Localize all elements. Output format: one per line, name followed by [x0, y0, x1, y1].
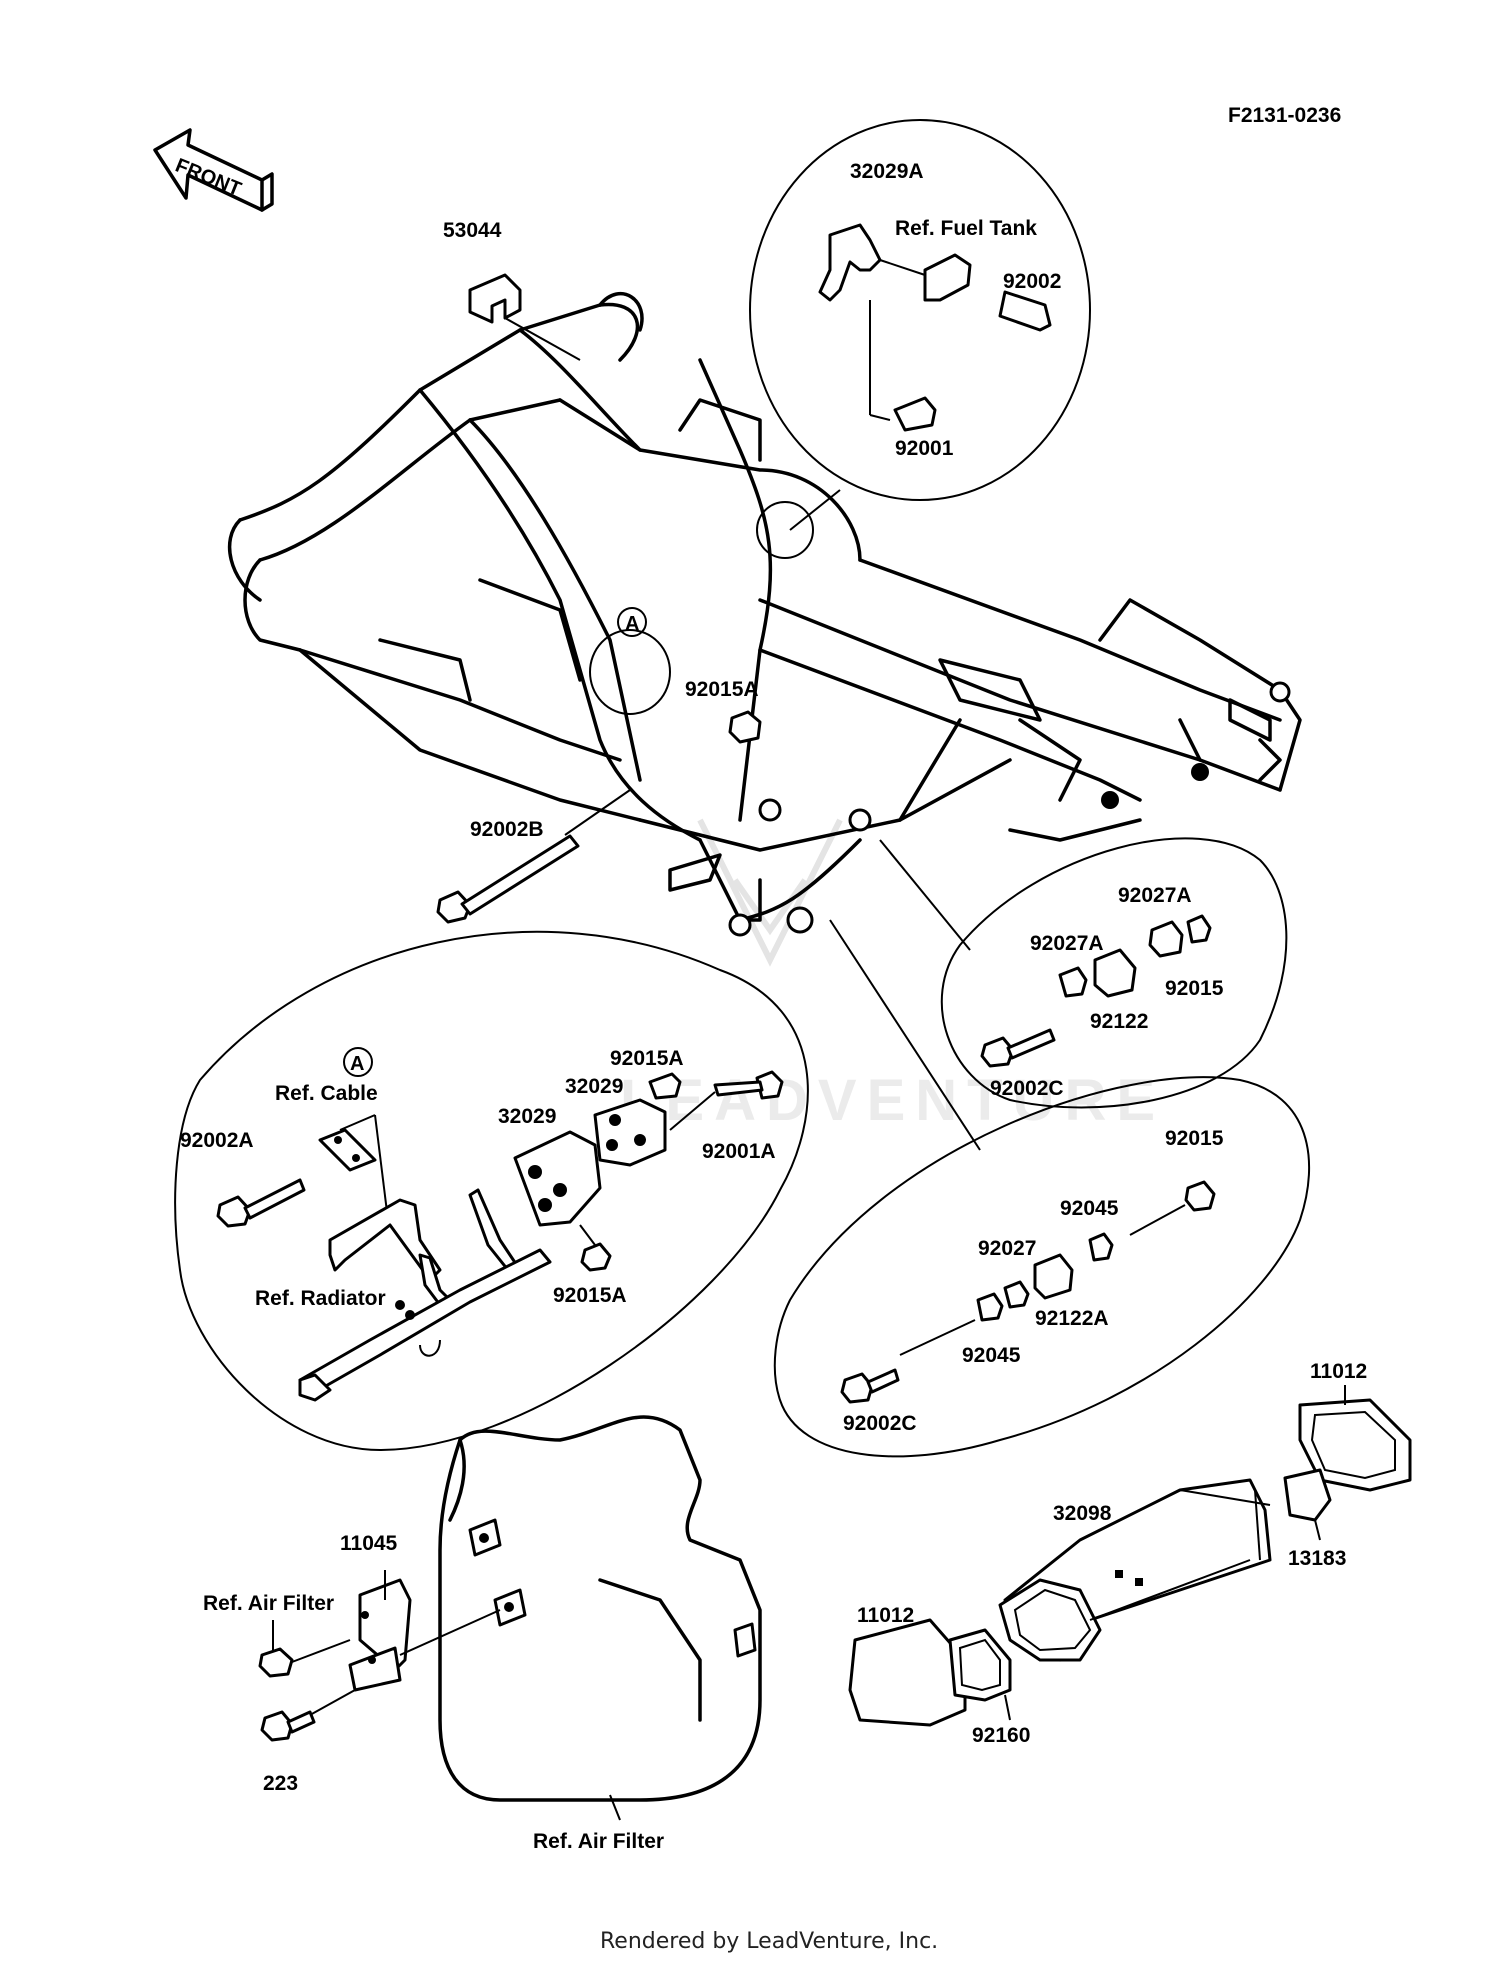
front-arrow-icon: FRONT: [153, 128, 274, 212]
label-32098: 32098: [1053, 1502, 1112, 1525]
label-92001A: 92001A: [702, 1140, 776, 1163]
label-13183: 13183: [1288, 1547, 1346, 1570]
intake-duct-assembly: 32098 11012 13183 11012 92160: [848, 1360, 1412, 1747]
label-ref-air-filter-a: Ref. Air Filter: [203, 1592, 334, 1615]
air-filter-housing: 11045 Ref. Air Filter 223 Ref. Air Filte…: [203, 1415, 762, 1853]
detail-bushing-upper: 92027A 92027A 92015 92122 92002C: [879, 837, 1288, 1109]
label-92015A-top: 92015A: [685, 678, 759, 701]
label-92001: 92001: [895, 437, 954, 460]
label-ref-air-filter-b: Ref. Air Filter: [533, 1830, 664, 1853]
label-11045: 11045: [340, 1532, 398, 1555]
part-53044: 53044: [443, 219, 581, 361]
label-92002B: 92002B: [470, 818, 544, 841]
watermark-logo: LEADVENTURE: [620, 818, 1165, 1133]
footer-credit: Rendered by LeadVenture, Inc.: [600, 1929, 938, 1954]
label-32029A: 32029A: [850, 160, 924, 183]
label-53044: 53044: [443, 219, 502, 242]
label-92160: 92160: [972, 1724, 1030, 1747]
label-32029-a: 32029: [565, 1075, 623, 1098]
label-92015-a: 92015: [1165, 977, 1224, 1000]
label-92027A-a: 92027A: [1118, 884, 1192, 907]
marker-a-detail: A: [350, 1053, 364, 1075]
label-92015A-c: 92015A: [553, 1284, 627, 1307]
marker-a-frame: A: [625, 613, 639, 635]
label-92015A-b: 92015A: [610, 1047, 684, 1070]
label-92045-a: 92045: [1060, 1197, 1119, 1220]
label-92027: 92027: [978, 1237, 1036, 1260]
label-ref-cable: Ref. Cable: [275, 1082, 378, 1105]
callout-circle-a-frame: A: [589, 607, 671, 715]
label-92045-b: 92045: [962, 1344, 1021, 1367]
watermark-text: LEADVENTURE: [620, 1068, 1165, 1133]
label-92002C-b: 92002C: [843, 1412, 917, 1435]
label-92002A: 92002A: [180, 1129, 254, 1152]
part-92015A-top: 92015A: [685, 678, 762, 744]
ref-code: F2131-0236: [1228, 104, 1341, 127]
part-92002B: 92002B: [436, 789, 631, 924]
label-223: 223: [263, 1772, 298, 1795]
label-92122A: 92122A: [1035, 1307, 1109, 1330]
label-92122: 92122: [1090, 1010, 1148, 1033]
detail-bushing-lower: 92015 92045 92027 92122A 92045 92002C: [773, 919, 1311, 1458]
label-ref-fuel-tank: Ref. Fuel Tank: [895, 217, 1037, 240]
label-32029-b: 32029: [498, 1105, 556, 1128]
detail-fuel-tank-mount: 32029A Ref. Fuel Tank 92002 92001: [749, 119, 1091, 559]
label-92002: 92002: [1003, 270, 1061, 293]
label-ref-radiator: Ref. Radiator: [255, 1287, 386, 1310]
label-92027A-b: 92027A: [1030, 932, 1104, 955]
label-92002C-a: 92002C: [990, 1077, 1064, 1100]
detail-a-radiator-bracket: A 92015A 32029 32029 Ref. Cable: [174, 930, 809, 1452]
label-11012-b: 11012: [857, 1604, 914, 1627]
label-11012-a: 11012: [1310, 1360, 1367, 1383]
label-92015-b: 92015: [1165, 1127, 1224, 1150]
